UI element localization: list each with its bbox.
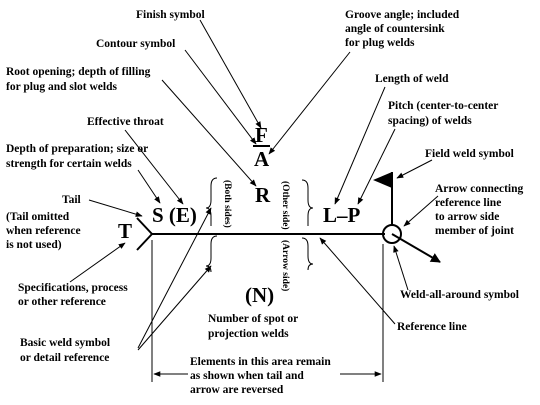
root-opening-label-line1: Root opening; depth of filling bbox=[6, 66, 151, 78]
arrow-side-brace bbox=[301, 237, 314, 271]
root-opening-letter-R: R bbox=[255, 183, 271, 207]
field-weld-flag-icon bbox=[373, 172, 392, 188]
pitch-leader bbox=[357, 128, 396, 205]
contour-symbol-label: Contour symbol bbox=[96, 38, 175, 50]
tail-label: Tail bbox=[62, 194, 81, 206]
arrow-side-label: (Arrow side) bbox=[280, 240, 291, 291]
weld-all-around-leader bbox=[393, 245, 409, 291]
number-spot-welds-label-line2: projection welds bbox=[208, 328, 289, 340]
arrow-connecting-label-line2: reference line bbox=[435, 197, 501, 209]
groove-angle-label-line3: for plug welds bbox=[345, 37, 415, 49]
field-weld-leader bbox=[396, 159, 433, 179]
pitch-label-line1: Pitch (center-to-center bbox=[388, 100, 498, 112]
arrow-connecting-label-line1: Arrow connecting bbox=[435, 183, 524, 195]
arrow-leader-line bbox=[391, 233, 441, 263]
size-throat-letters-S-E: S (E) bbox=[152, 203, 197, 227]
finish-letter-F: F bbox=[255, 123, 268, 147]
basic-weld-leader-upper bbox=[137, 207, 212, 349]
length-of-weld-leader bbox=[334, 86, 386, 205]
elements-area-label-line3: arrow are reversed bbox=[190, 384, 284, 396]
groove-angle-label-line1: Groove angle; included bbox=[345, 9, 460, 21]
elements-area-label-line2: as shown when tail and bbox=[190, 370, 304, 382]
groove-angle-letter-A: A bbox=[254, 147, 270, 171]
elements-area-label-line1: Elements in this area remain bbox=[190, 356, 331, 368]
both-sides-label: (Both sides) bbox=[222, 180, 233, 228]
finish-symbol-label: Finish symbol bbox=[136, 9, 205, 21]
weld-all-around-label: Weld-all-around symbol bbox=[400, 289, 519, 301]
other-side-label: (Other side) bbox=[280, 181, 291, 230]
basic-weld-symbol-label-line1: Basic weld symbol bbox=[20, 337, 110, 349]
depth-preparation-leader bbox=[137, 169, 161, 204]
finish-leader bbox=[199, 19, 262, 129]
both-sides-brace-left-lower bbox=[205, 235, 218, 273]
number-spot-welds-label-line1: Number of spot or bbox=[208, 313, 298, 325]
root-opening-leader bbox=[161, 79, 257, 187]
basic-weld-symbol-label-line2: or detail reference bbox=[20, 352, 109, 364]
contour-leader bbox=[184, 49, 257, 145]
tail-omitted-label-line3: is not used) bbox=[6, 239, 62, 251]
arrow-connecting-label-line4: member of joint bbox=[435, 225, 514, 237]
specifications-leader bbox=[69, 242, 126, 283]
depth-preparation-label-line2: strength for certain welds bbox=[6, 158, 132, 170]
length-of-weld-label: Length of weld bbox=[375, 73, 449, 85]
groove-angle-leader bbox=[268, 51, 351, 155]
tail-omitted-label-line1: (Tail omitted bbox=[6, 211, 70, 223]
effective-throat-label: Effective throat bbox=[87, 116, 164, 128]
tail-omitted-label-line2: when reference bbox=[6, 225, 81, 237]
arrow-connecting-leader bbox=[403, 195, 439, 227]
depth-preparation-label-line1: Depth of preparation; size or bbox=[6, 143, 148, 155]
effective-throat-leader bbox=[124, 129, 184, 205]
root-opening-label-line2: for plug and slot welds bbox=[6, 81, 118, 93]
length-pitch-letters-L-P: L–P bbox=[323, 203, 361, 227]
specifications-label-line1: Specifications, process bbox=[18, 282, 128, 294]
arrow-connecting-label-line3: to arrow side bbox=[435, 211, 499, 223]
groove-angle-label-line2: angle of countersink bbox=[345, 23, 445, 35]
both-sides-brace-left bbox=[205, 177, 218, 226]
reference-line-label: Reference line bbox=[397, 321, 467, 333]
tail-lower-stroke bbox=[136, 233, 153, 251]
tail-upper-stroke bbox=[136, 217, 153, 235]
tail-letter-T: T bbox=[118, 219, 132, 243]
specifications-label-line2: or other reference bbox=[18, 296, 106, 308]
basic-weld-leader-lower bbox=[137, 265, 212, 351]
other-side-brace bbox=[301, 179, 314, 226]
field-weld-symbol-label: Field weld symbol bbox=[425, 148, 514, 160]
pitch-label-line2: spacing) of welds bbox=[388, 115, 472, 127]
reference-line-leader bbox=[319, 237, 396, 325]
tail-leader bbox=[88, 199, 143, 217]
number-of-welds-letter-N: (N) bbox=[245, 283, 274, 307]
